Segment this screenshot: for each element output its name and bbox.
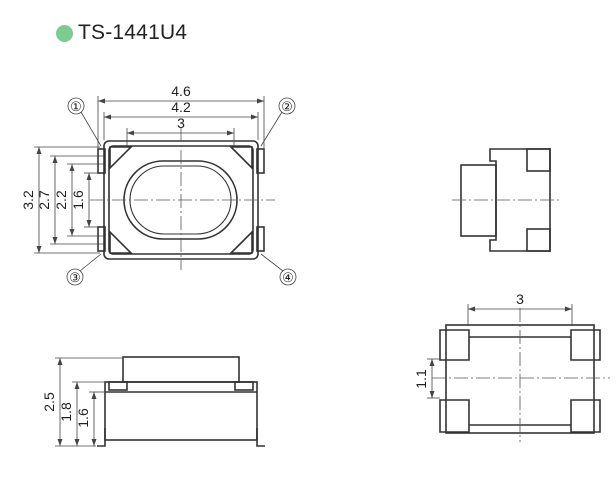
front-view-actuator xyxy=(122,356,240,383)
dim-front-1-6: 1.6 xyxy=(75,391,104,446)
dim-height-2-2-label: 2.2 xyxy=(53,190,69,210)
top-view: 4.6 4.2 3 3.2 xyxy=(20,83,297,286)
bottom-view-pad-tl xyxy=(439,329,470,361)
dim-bottom-height: 1.1 xyxy=(413,358,440,399)
callout-1: ① xyxy=(67,97,102,147)
bottom-view-pad-tr xyxy=(570,329,601,361)
dim-bottom-width: 3 xyxy=(467,291,573,326)
callout-4: ④ xyxy=(260,253,297,286)
dim-center-width: 3 xyxy=(126,115,235,146)
bottom-view: 3 1.1 xyxy=(413,291,610,442)
dim-front-2-5-label: 2.5 xyxy=(41,392,57,412)
callout-3: ③ xyxy=(66,253,102,286)
dim-height-3-2: 3.2 xyxy=(20,146,100,254)
top-view-pad-4 xyxy=(229,230,253,254)
dim-height-1-6: 1.6 xyxy=(70,172,98,228)
front-view-terminal-right xyxy=(256,428,265,447)
dim-bottom-height-label: 1.1 xyxy=(413,369,429,389)
top-view-terminal-1 xyxy=(97,148,106,174)
front-view-body xyxy=(104,381,258,441)
top-view-terminal-3 xyxy=(97,226,106,252)
dim-body-width: 4.2 xyxy=(103,99,259,140)
dim-height-1-6-label: 1.6 xyxy=(70,190,86,210)
dim-body-width-label: 4.2 xyxy=(171,99,191,115)
dim-center-width-label: 3 xyxy=(177,115,185,131)
part-number: TS-1441U4 xyxy=(78,21,188,44)
dim-height-2-2: 2.2 xyxy=(53,163,104,237)
top-view-pad-2 xyxy=(229,146,253,170)
title: TS-1441U4 xyxy=(56,20,187,46)
dim-front-2-5: 2.5 xyxy=(41,357,122,447)
dim-front-1-8: 1.8 xyxy=(58,381,104,446)
callout-3-label: ③ xyxy=(69,270,81,285)
callout-2-label: ② xyxy=(281,99,293,114)
bottom-view-pad-br xyxy=(570,399,601,433)
side-view-actuator xyxy=(460,164,497,237)
dim-bottom-width-label: 3 xyxy=(516,291,524,307)
top-view-pad-1 xyxy=(109,146,133,170)
side-view-body xyxy=(489,148,551,252)
title-bullet-icon xyxy=(56,24,73,42)
callout-1-label: ① xyxy=(70,99,82,114)
dim-height-3-2-label: 3.2 xyxy=(20,190,36,210)
dim-height-2-7: 2.7 xyxy=(36,155,104,245)
dim-height-2-7-label: 2.7 xyxy=(36,190,52,210)
callout-4-label: ④ xyxy=(282,270,294,285)
top-view-terminal-2 xyxy=(256,148,265,174)
dim-overall-width-label: 4.6 xyxy=(171,83,191,99)
front-view-terminal-left xyxy=(97,428,106,447)
side-view xyxy=(452,148,560,252)
bottom-view-pad-bl xyxy=(439,399,470,433)
front-view-shoulder-left xyxy=(108,381,128,391)
top-view-pad-3 xyxy=(109,230,133,254)
front-view: 2.5 1.8 1.6 xyxy=(41,356,265,447)
dim-front-1-8-label: 1.8 xyxy=(58,402,74,422)
dim-front-1-6-label: 1.6 xyxy=(75,408,91,428)
side-view-terminal-top xyxy=(526,148,551,172)
top-view-terminal-4 xyxy=(256,226,265,252)
callout-2: ② xyxy=(260,97,296,147)
dim-overall-width: 4.6 xyxy=(97,83,265,148)
side-view-terminal-bottom xyxy=(526,228,551,252)
front-view-shoulder-right xyxy=(234,381,254,391)
